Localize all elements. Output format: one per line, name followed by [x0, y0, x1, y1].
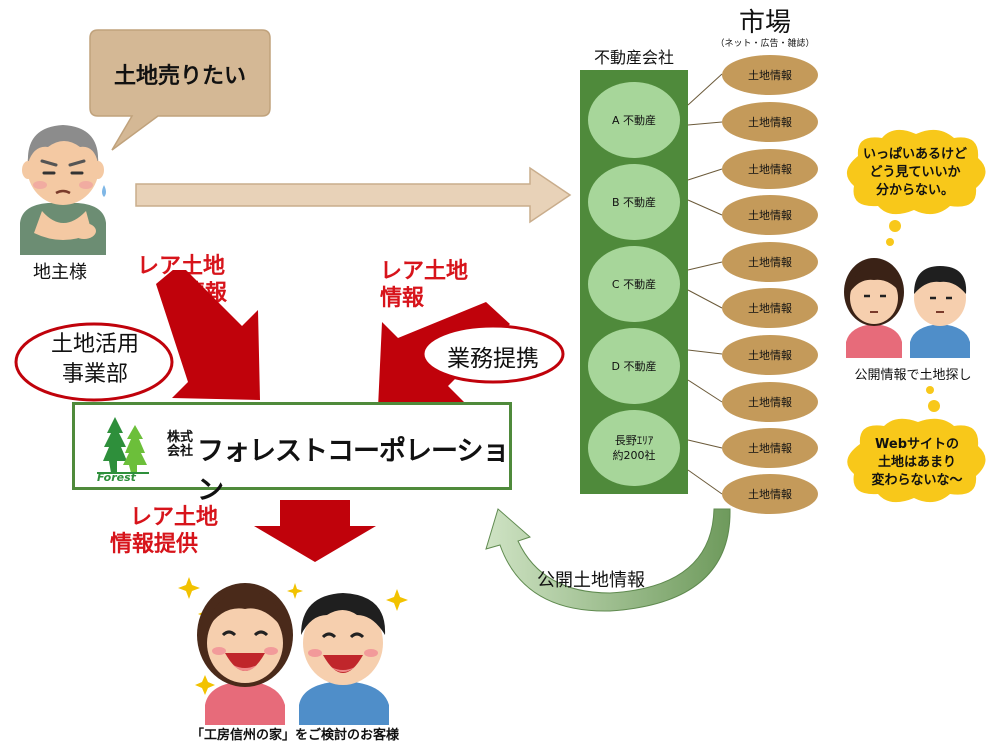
couple-label: 公開情報で土地探し [854, 368, 972, 383]
land-use-dept-text: 土地活用 事業部 [20, 330, 170, 390]
realestate-nagano-line2: 約200社 [612, 449, 656, 462]
company-box: Forest 株式 会社 フォレストコーポレーション [72, 402, 512, 506]
forest-logo-word: Forest [97, 471, 136, 484]
market-connector-lines [687, 73, 723, 495]
company-type-line2: 会社 [167, 444, 194, 459]
thought-bottom-line3: 変わらないな～ [871, 473, 963, 488]
realestate-nagano[interactable]: 長野ｴﾘｱ 約200社 [588, 410, 680, 486]
rare-info-right-line2: 情報 [380, 286, 425, 311]
public-info-curved-arrow [485, 508, 731, 612]
market-item-label: 土地情報 [748, 116, 792, 129]
market-item-label: 土地情報 [748, 488, 792, 501]
speech-bubble-shape [89, 29, 271, 151]
land-use-dept-bubble: 土地活用 事業部 [10, 320, 180, 405]
realestate-company-b-label: B 不動産 [611, 196, 657, 209]
realestate-company-a-label: A 不動産 [611, 114, 657, 127]
realestate-company-d[interactable]: D 不動産 [588, 328, 680, 404]
market-item[interactable]: 土地情報 [722, 474, 818, 514]
market-list: 土地情報 土地情報 土地情報 土地情報 土地情報 土地情報 土地情報 土地情報 … [722, 55, 820, 515]
thought-top-text: いっぱいあるけど どう見ていいか 分からない。 [842, 146, 988, 200]
market-item[interactable]: 土地情報 [722, 288, 818, 328]
company-type-line1: 株式 [167, 430, 194, 445]
partnership-text: 業務提携 [447, 346, 539, 372]
thought-top-line1: いっぱいあるけど [862, 147, 967, 162]
market-item-label: 土地情報 [748, 349, 792, 362]
thought-top-line3: 分からない。 [875, 183, 954, 198]
arrow-to-realestate [135, 166, 572, 224]
partnership-bubble: 業務提携 [418, 322, 568, 386]
thought-dots-bottom [926, 386, 940, 412]
market-item-label: 土地情報 [748, 442, 792, 455]
rare-info-right-line1: レア土地 [380, 259, 469, 284]
red-arrow-left [156, 270, 260, 400]
landowner-speech-bubble: 土地売りたい [50, 0, 290, 160]
thought-dots-top [886, 220, 901, 246]
market-item-label: 土地情報 [748, 69, 792, 82]
market-item[interactable]: 土地情報 [722, 102, 818, 142]
customers-label: 「工房信州の家」をご検討のお客様 [190, 728, 399, 743]
thought-cloud-bottom [847, 418, 986, 503]
realestate-company-c-label: C 不動産 [611, 278, 657, 291]
happy-customers-illustration [178, 577, 408, 725]
red-arrow-down [254, 500, 376, 562]
company-name: フォレストコーポレーション [197, 436, 509, 506]
public-info-label: 公開土地情報 [537, 570, 645, 591]
market-title: 市場 [738, 8, 791, 38]
market-item-label: 土地情報 [748, 256, 792, 269]
couple-searching-illustration [844, 258, 970, 358]
rare-info-provide: レア土地 情報提供 [110, 504, 250, 558]
market-item[interactable]: 土地情報 [722, 335, 818, 375]
market-item[interactable]: 土地情報 [722, 55, 818, 95]
market-item-label: 土地情報 [748, 396, 792, 409]
market-item[interactable]: 土地情報 [722, 428, 818, 468]
realestate-nagano-line1: 長野ｴﾘｱ [614, 434, 654, 447]
land-use-dept-line2: 事業部 [61, 362, 128, 387]
thought-top-line2: どう見ていいか [869, 165, 961, 180]
market-item[interactable]: 土地情報 [722, 382, 818, 422]
thought-bottom-text: Webサイトの 土地はあまり 変わらないな～ [844, 436, 990, 490]
market-subtitle: （ネット・広告・雑誌） [715, 39, 815, 49]
forest-logo-trees-icon [97, 417, 149, 474]
realestate-company-list: A 不動産 B 不動産 C 不動産 D 不動産 長野ｴﾘｱ 約200社 [580, 70, 688, 494]
thought-bottom-line1: Webサイトの [875, 437, 959, 452]
land-use-dept-line1: 土地活用 [50, 332, 139, 357]
thought-cloud-top [846, 129, 986, 215]
realestate-company-b[interactable]: B 不動産 [588, 164, 680, 240]
partnership-oval [421, 324, 565, 384]
market-item-label: 土地情報 [748, 302, 792, 315]
realestate-company-c[interactable]: C 不動産 [588, 246, 680, 322]
rare-info-right: レア土地 情報 [380, 258, 500, 312]
landowner-speech-text: 土地売りたい [113, 64, 246, 89]
realestate-company-d-label: D 不動産 [611, 360, 657, 373]
realestate-company-a[interactable]: A 不動産 [588, 82, 680, 158]
rare-info-provide-line2: 情報提供 [110, 532, 199, 557]
landowner-label: 地主様 [33, 262, 87, 283]
rare-info-provide-line1: レア土地 [130, 505, 219, 530]
market-item[interactable]: 土地情報 [722, 195, 818, 235]
thought-bottom-line2: 土地はあまり [877, 455, 956, 470]
market-item[interactable]: 土地情報 [722, 242, 818, 282]
market-item-label: 土地情報 [748, 209, 792, 222]
realestate-title: 不動産会社 [593, 48, 674, 67]
market-item[interactable]: 土地情報 [722, 149, 818, 189]
landowner-illustration [20, 125, 106, 255]
land-use-dept-oval [14, 322, 174, 402]
market-item-label: 土地情報 [748, 163, 792, 176]
company-type-label: 株式 会社 [167, 431, 193, 459]
